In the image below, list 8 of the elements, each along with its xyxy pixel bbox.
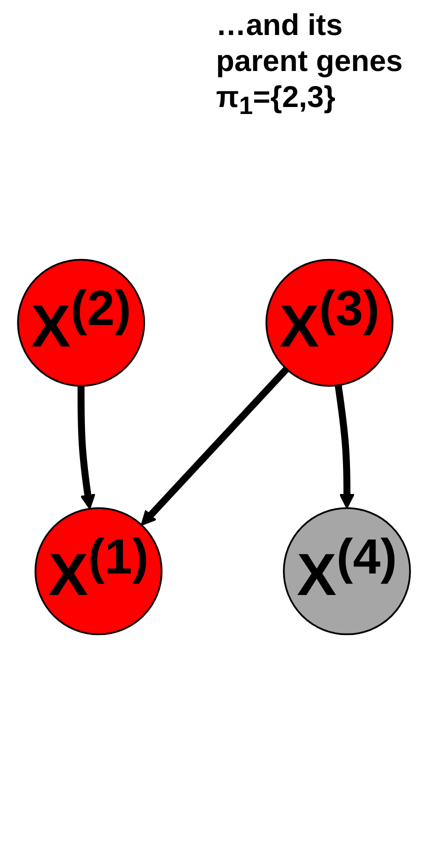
arrow — [140, 366, 290, 526]
node-circle: X$^{(2)}$ — [17, 258, 146, 387]
node-circle: X$^{(3)}$ — [266, 258, 394, 387]
node-circle: X$^{(1)}$ — [34, 507, 162, 636]
annotation-text: …and its parent genes π$_{1}$={2,3} — [216, 8, 404, 121]
arrow — [334, 384, 355, 509]
node-circle: X$^{(4)}$ — [282, 507, 411, 636]
arrow — [78, 386, 96, 510]
